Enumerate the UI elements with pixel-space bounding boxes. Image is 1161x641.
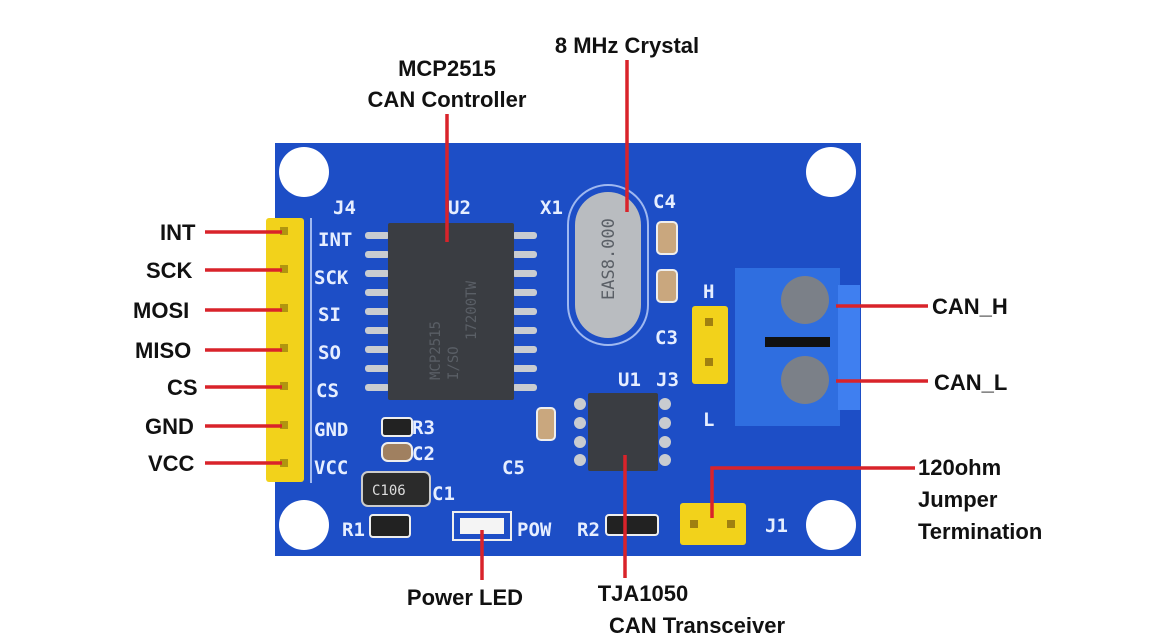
controller-label-2: CAN Controller (368, 87, 527, 112)
silk-pin-so: SO (318, 342, 341, 364)
pin-label-gnd: GND (145, 414, 194, 439)
mounting-holes (279, 147, 856, 550)
silk-pin-int: INT (318, 229, 352, 251)
callout-lines (205, 60, 928, 580)
silk-c4: C4 (653, 191, 676, 213)
controller-label-1: MCP2515 (398, 56, 496, 81)
header-outline (310, 218, 312, 483)
termination-label-1: 120ohm (918, 455, 1001, 480)
pin-header-j4 (266, 218, 304, 482)
silk-pin-sck: SCK (314, 267, 349, 289)
tja1050-chip (574, 393, 671, 471)
can-h-label: CAN_H (932, 294, 1008, 319)
silk-c1: C1 (432, 483, 455, 505)
silk-pin-gnd: GND (314, 419, 348, 441)
transceiver-label-1: TJA1050 (598, 581, 689, 606)
pin-label-vcc: VCC (148, 451, 195, 476)
mcp-marking-2: I/SO (446, 346, 462, 380)
silk-pin-cs: CS (316, 380, 339, 402)
cap-marking: C106 (372, 483, 406, 499)
can-l-label: CAN_L (934, 370, 1007, 395)
silk-l: L (703, 409, 714, 431)
silk-u1: U1 (618, 369, 641, 391)
silk-c3: C3 (655, 327, 678, 349)
mcp-marking-3: 17200TW (464, 280, 480, 340)
silk-j3: J3 (656, 369, 679, 391)
power-led-label: Power LED (407, 585, 523, 610)
crystal-x1: EAS8.000 (567, 184, 649, 346)
silk-h: H (703, 281, 714, 303)
transceiver-label-2: CAN Transceiver (609, 613, 786, 638)
silk-c2: C2 (412, 443, 435, 465)
silk-x1: X1 (540, 197, 563, 219)
crystal-marking: EAS8.000 (599, 218, 619, 300)
silk-j1: J1 (765, 515, 788, 537)
silk-pin-si: SI (318, 304, 341, 326)
jumper-j1 (680, 503, 746, 545)
pin-label-sck: SCK (146, 258, 193, 283)
silk-r3: R3 (412, 417, 435, 439)
silk-u2: U2 (448, 197, 471, 219)
silk-j4: J4 (333, 197, 356, 219)
termination-label-3: Termination (918, 519, 1042, 544)
silk-pow: POW (517, 519, 552, 541)
smd-capacitors: C106 (361, 221, 678, 538)
silk-pin-vcc: VCC (314, 457, 348, 479)
jumper-j3 (692, 306, 728, 384)
silk-c5: C5 (502, 457, 525, 479)
pin-label-miso: MISO (135, 338, 191, 363)
can-terminal-block (735, 268, 860, 426)
silkscreen: J4 INT SCK SI SO CS GND VCC U2 X1 C4 H C… (314, 191, 788, 541)
silk-r1: R1 (342, 519, 365, 541)
termination-label-2: Jumper (918, 487, 998, 512)
pin-label-mosi: MOSI (133, 298, 189, 323)
callout-labels: INT SCK MOSI MISO CS GND VCC 8 MHz Cryst… (133, 33, 1042, 638)
pin-label-cs: CS (167, 375, 198, 400)
mcp2515-chip: MCP2515 I/SO 17200TW (365, 223, 537, 400)
mcp-marking-1: MCP2515 (428, 321, 444, 380)
crystal-label: 8 MHz Crystal (555, 33, 699, 58)
pin-label-int: INT (160, 220, 196, 245)
silk-r2: R2 (577, 519, 600, 541)
